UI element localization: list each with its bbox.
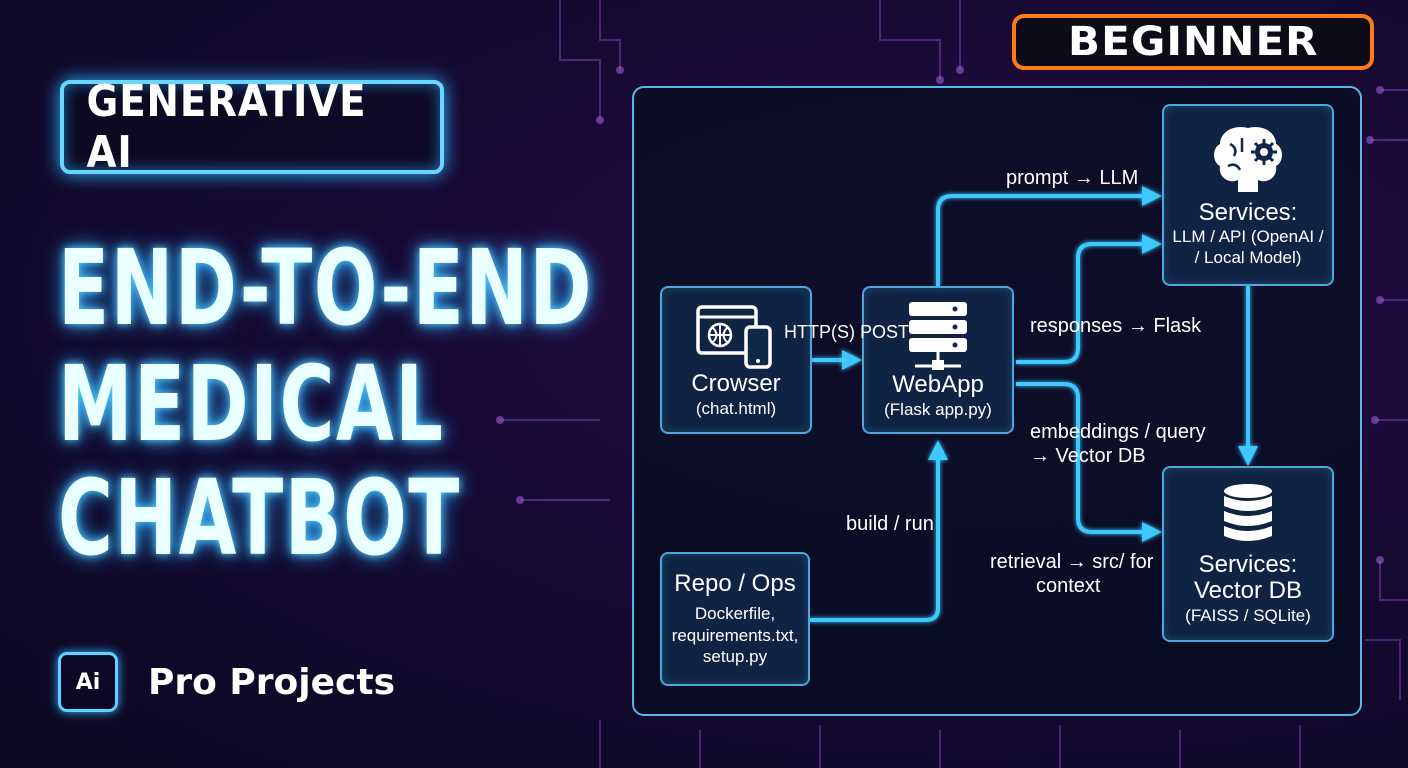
- vectordb-title-line-1: Services:: [1198, 550, 1298, 578]
- badge-label: BEGINNER: [1067, 19, 1319, 65]
- brand-logo: Ai Pro Projects: [58, 652, 395, 712]
- node-repo-ops: Repo / Ops Dockerfile, requirements.txt,…: [660, 552, 810, 686]
- generative-ai-label: GENERATIVE AI: [86, 76, 367, 178]
- vectordb-title-line-2: Vector DB: [1193, 577, 1303, 605]
- label-prompt: prompt → LLM: [1006, 167, 1139, 189]
- node-vector-db: Services: Vector DB (FAISS / SQLite): [1162, 466, 1334, 642]
- webapp-title: WebApp: [892, 371, 984, 399]
- node-browser: Crowser (chat.html): [660, 286, 812, 434]
- server-icon: [909, 302, 967, 371]
- vectordb-sub: (FAISS / SQLite): [1185, 605, 1311, 625]
- label-embeddings-line-2: → Vector DB: [1030, 445, 1146, 467]
- difficulty-badge: BEGINNER: [1012, 14, 1374, 70]
- browser-devices-icon: [696, 305, 772, 369]
- webapp-sub: (Flask app.py): [884, 399, 992, 419]
- label-build-run: build / run: [846, 513, 934, 535]
- browser-sub: (chat.html): [695, 398, 777, 418]
- label-responses: responses → Flask: [1030, 315, 1202, 337]
- browser-title: Crowser: [691, 370, 781, 398]
- repo-sub-line-2: requirements.txt,: [671, 625, 799, 645]
- hero-title-line-2: MEDICAL: [58, 343, 445, 465]
- llm-sub-line-2: / Local Model): [1194, 248, 1302, 268]
- label-retrieval-line-1: retrieval → src/ for: [990, 551, 1154, 573]
- repo-title: Repo / Ops: [674, 569, 796, 597]
- label-http-post: HTTP(S) POST: [784, 322, 909, 342]
- database-icon: [1224, 483, 1272, 541]
- brain-gear-icon: [1214, 126, 1282, 192]
- node-llm-service: Services: LLM / API (OpenAI / / Local Mo…: [1162, 104, 1334, 286]
- label-retrieval-line-2: context: [1036, 575, 1101, 597]
- ai-chip-icon: Ai: [58, 652, 118, 712]
- label-embeddings-line-1: embeddings / query: [1030, 421, 1206, 443]
- hero-title-line-3: CHATBOT: [58, 457, 461, 579]
- node-webapp: WebApp (Flask app.py): [862, 286, 1014, 434]
- llm-title: Services:: [1198, 198, 1298, 226]
- brand-name: Pro Projects: [148, 661, 396, 703]
- llm-sub-line-1: LLM / API (OpenAI /: [1172, 226, 1324, 246]
- generative-ai-tag: GENERATIVE AI: [60, 76, 444, 178]
- hero-title-line-1: END-TO-END: [58, 227, 594, 349]
- chip-label: Ai: [75, 669, 101, 695]
- repo-sub-line-1: Dockerfile,: [694, 604, 776, 624]
- repo-sub-line-3: setup.py: [702, 646, 768, 666]
